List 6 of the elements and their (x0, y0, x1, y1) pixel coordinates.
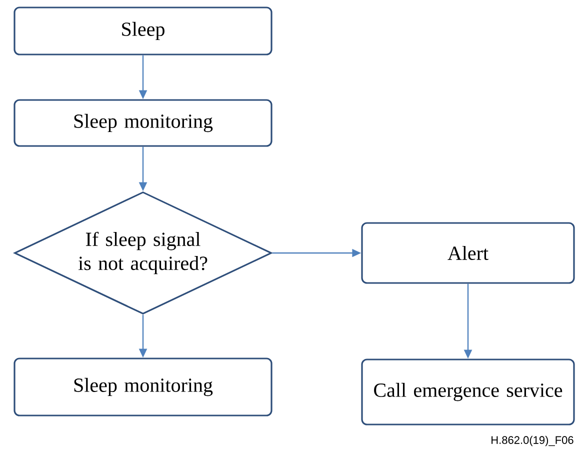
process-box: Alert (361, 222, 575, 284)
figure-code: H.862.0(19)_F06 (492, 436, 574, 446)
process-box: Sleep (14, 6, 272, 56)
process-box: Call emergence service (361, 358, 575, 426)
process-box: Sleep monitoring (14, 99, 272, 147)
process-box: Sleep monitoring (14, 358, 272, 416)
